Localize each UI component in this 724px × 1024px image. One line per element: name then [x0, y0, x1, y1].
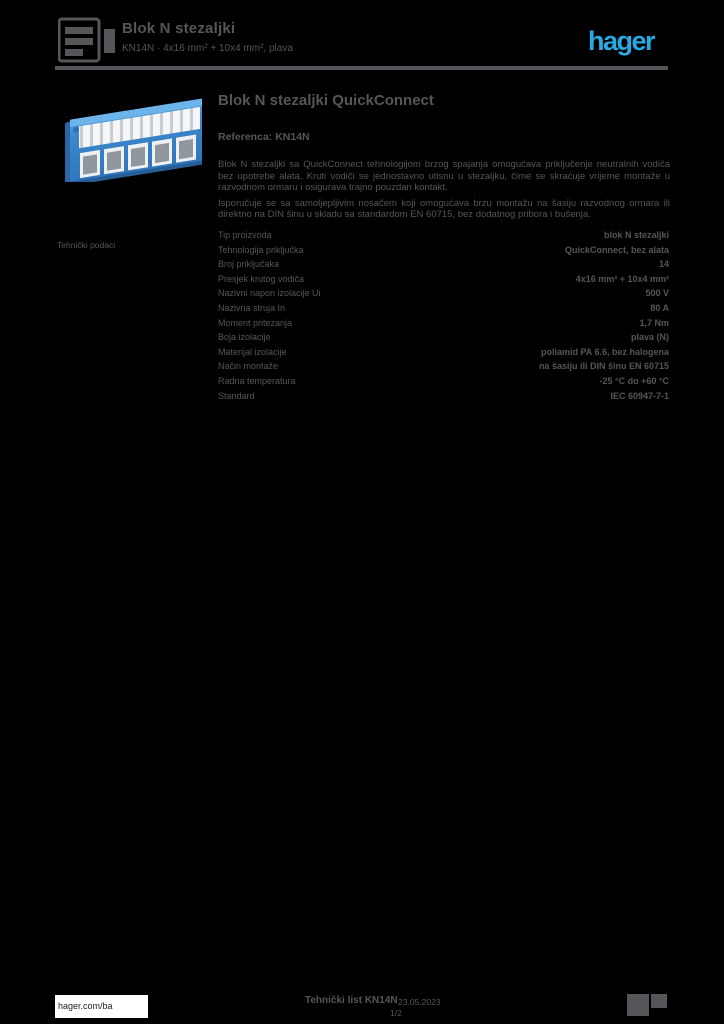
spec-label: Standard: [218, 390, 255, 401]
spec-value: QuickConnect, bez alata: [564, 244, 669, 255]
spec-row: Tehnologija priključka QuickConnect, bez…: [218, 243, 669, 258]
footer-page-number: 1/2: [390, 1008, 402, 1018]
product-reference: Referenca: KN14N: [218, 131, 310, 143]
spec-row: Standard IEC 60947-7-1: [218, 389, 669, 404]
footer-date: 23.05.2023: [398, 997, 441, 1007]
product-description: Blok N stezaljki sa QuickConnect tehnolo…: [218, 159, 670, 221]
spec-value: 1,7 Nm: [639, 317, 669, 328]
spec-value: plava (N): [630, 332, 669, 343]
spec-row: Boja izolacije plava (N): [218, 330, 669, 345]
description-paragraph-2: Isporučuje se sa samoljepljivim nosačem …: [218, 197, 670, 221]
spec-row: Moment pritezanja 1,7 Nm: [218, 316, 669, 331]
qr-code-block: [627, 994, 649, 1016]
spec-value: blok N stezaljki: [603, 230, 669, 240]
hager-logo: hager: [588, 26, 656, 56]
spec-row: Broj priključaka 14: [218, 257, 669, 272]
spec-value: na šasiju ili DIN šinu EN 60715: [538, 361, 669, 372]
product-photo: [65, 98, 202, 182]
spec-label: Broj priključaka: [218, 259, 280, 270]
product-title: Blok N stezaljki QuickConnect: [218, 92, 434, 109]
spec-row: Tip proizvoda blok N stezaljki: [218, 228, 669, 243]
spec-value: poliamid PA 6.6, bez halogena: [540, 346, 669, 357]
spec-row: Radna temperatura -25 °C do +60 °C: [218, 374, 669, 389]
section-label-technical: Tehnički podaci: [57, 240, 116, 250]
spec-value: IEC 60947-7-1: [610, 390, 669, 401]
spec-label: Nazivni napon izolacije Ui: [218, 288, 321, 299]
qr-code-block-small: [651, 994, 667, 1008]
spec-value: -25 °C do +60 °C: [599, 375, 669, 386]
footer-doc-info: Tehnički list KN14N: [305, 995, 398, 1006]
spec-value: 4x16 mm² + 10x4 mm²: [575, 273, 669, 284]
page-title: Blok N stezaljki: [122, 20, 236, 37]
website-link[interactable]: hager.com/ba: [55, 995, 148, 1018]
spec-value: 500 V: [645, 288, 669, 299]
header-divider: [55, 66, 668, 70]
spec-label: Presjek krutog vodiča: [218, 273, 305, 284]
spec-row: Materijal izolacije poliamid PA 6.6, bez…: [218, 345, 669, 360]
spec-label: Način montaže: [218, 361, 279, 372]
spec-row: Nazivna struja In 80 A: [218, 301, 669, 316]
description-paragraph-1: Blok N stezaljki sa QuickConnect tehnolo…: [218, 159, 670, 193]
spec-label: Tehnologija priključka: [218, 244, 304, 255]
spec-value: 80 A: [650, 302, 669, 313]
product-family-icon: [58, 17, 115, 63]
spec-value: 14: [658, 259, 669, 270]
spec-label: Moment pritezanja: [218, 317, 293, 328]
spec-label: Boja izolacije: [218, 332, 271, 343]
page-subtitle: KN14N · 4x16 mm² + 10x4 mm², plava: [122, 43, 293, 54]
spec-label: Materijal izolacije: [218, 346, 287, 357]
spec-row: Nazivni napon izolacije Ui 500 V: [218, 286, 669, 301]
spec-row: Način montaže na šasiju ili DIN šinu EN …: [218, 359, 669, 374]
qr-code: [627, 994, 669, 1016]
specs-table: Tip proizvoda blok N stezaljki Tehnologi…: [218, 228, 669, 403]
spec-label: Nazivna struja In: [218, 302, 286, 313]
spec-row: Presjek krutog vodiča 4x16 mm² + 10x4 mm…: [218, 272, 669, 287]
spec-label: Radna temperatura: [218, 375, 296, 386]
spec-label: Tip proizvoda: [218, 230, 272, 240]
